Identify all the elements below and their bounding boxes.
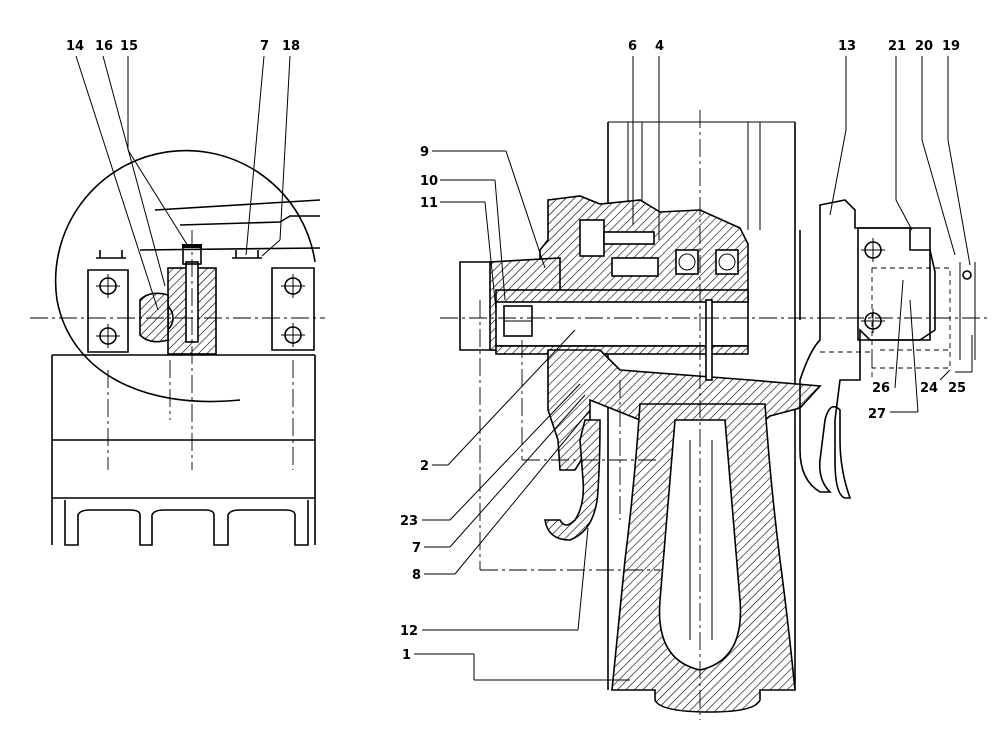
callout-21: 21 [888, 39, 906, 54]
callout-15: 15 [120, 39, 138, 54]
callout-14: 14 [66, 39, 84, 54]
callout-16: 16 [95, 39, 113, 54]
callout-2: 2 [420, 459, 429, 474]
callout-25: 25 [948, 381, 966, 396]
right-callouts: 6 4 13 21 20 19 9 10 11 2 23 7 8 12 1 [400, 39, 973, 681]
callout-11: 11 [420, 196, 438, 211]
callout-12: 12 [400, 624, 418, 639]
callout-1: 1 [402, 648, 411, 663]
callout-24: 24 [920, 381, 938, 396]
left-end-view [30, 149, 325, 546]
callout-13: 13 [838, 39, 856, 54]
callout-18: 18 [282, 39, 300, 54]
callout-10: 10 [420, 174, 438, 189]
left-callouts: 14 16 15 7 18 [66, 39, 300, 311]
callout-7b: 7 [412, 541, 421, 556]
callout-7: 7 [260, 39, 269, 54]
callout-4: 4 [655, 39, 664, 54]
callout-9: 9 [420, 145, 429, 160]
callout-26: 26 [872, 381, 890, 396]
callout-27: 27 [868, 407, 886, 422]
callout-8: 8 [412, 568, 421, 583]
right-section-view [440, 110, 990, 720]
callout-20: 20 [915, 39, 933, 54]
callout-6: 6 [628, 39, 637, 54]
callout-19: 19 [942, 39, 960, 54]
callout-23: 23 [400, 514, 418, 529]
